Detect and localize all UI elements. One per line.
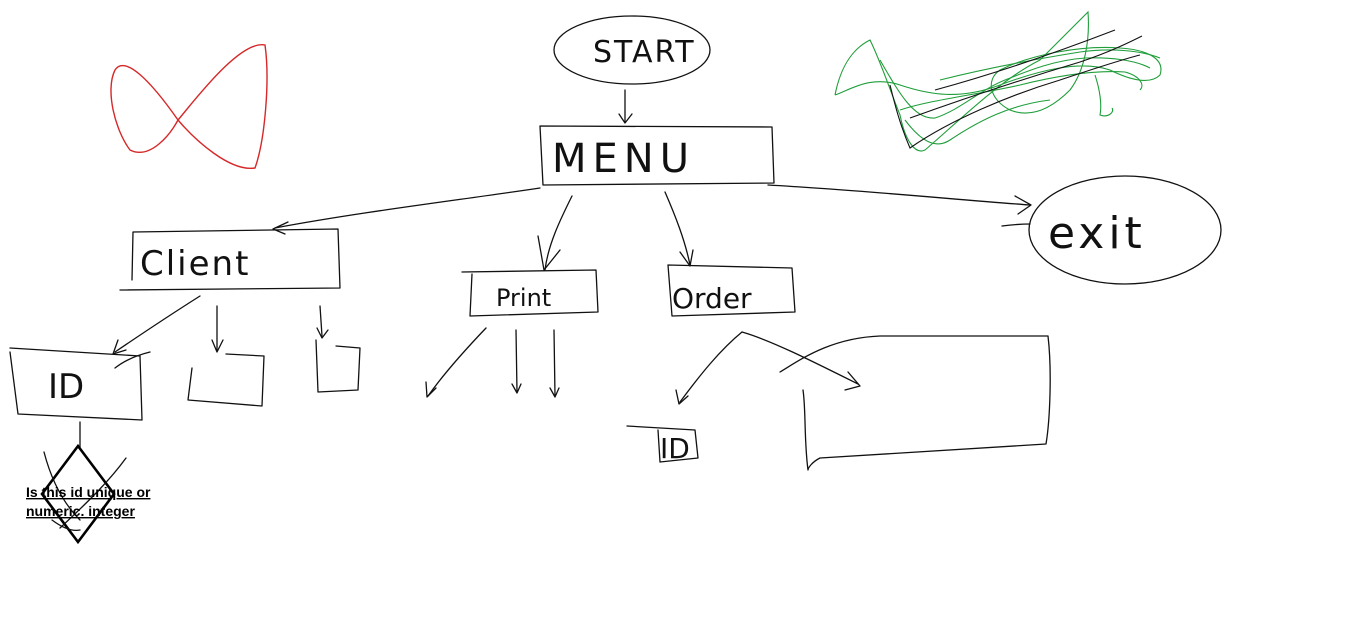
arrows-client-children — [112, 295, 329, 355]
arrow-start-to-menu — [618, 89, 633, 124]
arrows-print-children — [425, 327, 560, 398]
menu-node-label: MENU — [552, 136, 695, 182]
client-child-box-3 — [315, 339, 361, 393]
black-scribble-lines — [889, 29, 1143, 149]
print-node-label: Print — [496, 284, 551, 312]
arrow-menu-to-print — [537, 195, 573, 271]
client-node-label: Client — [140, 244, 250, 284]
arrow-menu-to-order — [664, 191, 694, 267]
exit-node-label: exit — [1048, 208, 1146, 259]
id-node-tail — [114, 351, 151, 369]
green-scribble — [834, 10, 1162, 152]
client-child-box-2 — [187, 353, 265, 407]
start-node-shape — [553, 15, 711, 85]
decision-diamond — [40, 443, 116, 545]
arrow-menu-to-client — [272, 187, 541, 235]
order-large-box-shape — [779, 335, 1051, 471]
order-id-label: ID — [660, 432, 690, 465]
print-node-shape — [461, 269, 599, 317]
arrow-menu-to-exit — [767, 184, 1032, 227]
order-node-shape — [667, 264, 796, 317]
decision-note-line-2: numeric. integer — [26, 503, 135, 519]
start-node-label: START — [593, 35, 696, 70]
order-node-label: Order — [672, 282, 752, 315]
id-node-label: ID — [48, 367, 84, 407]
decision-scribble-lines — [43, 451, 127, 532]
client-node-shape — [119, 228, 341, 291]
decision-note-line-1: Is this id unique or — [26, 484, 151, 500]
exit-node-shape — [1028, 175, 1222, 285]
order-id-box-shape — [626, 425, 699, 463]
id-node-shape — [9, 347, 143, 421]
menu-node-shape — [539, 125, 775, 186]
red-infinity-scribble — [110, 44, 268, 169]
arrows-order-children — [675, 331, 861, 405]
